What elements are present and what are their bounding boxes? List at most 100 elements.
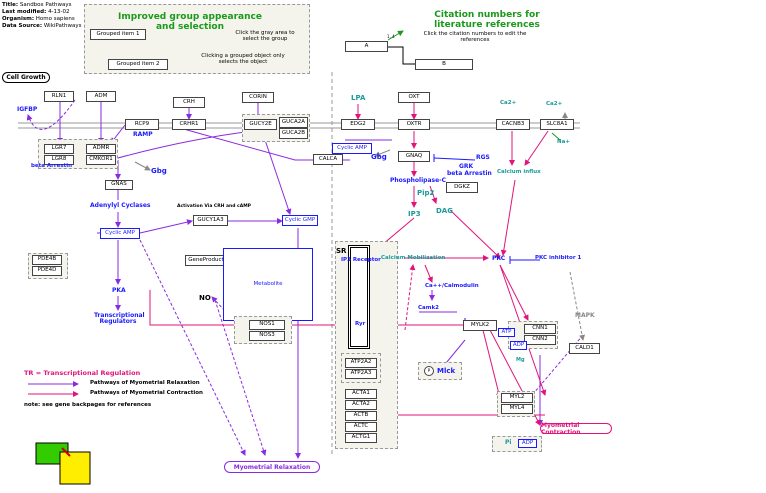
cell-growth-state[interactable]: Cell Growth [2, 72, 50, 83]
phospho-circle: P [424, 366, 434, 376]
calcium-mobilization: Calcium Mobilization [381, 255, 446, 261]
gene-myl2[interactable]: MYL2 [501, 393, 533, 403]
gene-guca2b[interactable]: GUCA2B [279, 128, 308, 139]
no-label: NO [199, 294, 211, 302]
gene-acta1[interactable]: ACTA1 [345, 389, 377, 399]
gene-adm[interactable]: ADM [86, 91, 116, 102]
gene-actb[interactable]: ACTB [345, 411, 377, 421]
gene-gucy1a3[interactable]: GUCY1A3 [193, 215, 228, 226]
pip2-label: Pip2 [417, 189, 435, 197]
gene-admr[interactable]: ADMR [86, 144, 116, 154]
grouped-item-2[interactable]: Grouped item 2 [108, 59, 168, 70]
data-source: Data Source: WikiPathways [2, 23, 82, 29]
mlck-label: Mlck [437, 367, 456, 375]
gene-atp2a3[interactable]: ATP2A3 [345, 369, 377, 379]
gene-mylk2[interactable]: MYLK2 [463, 320, 497, 331]
igfbp-label: IGFBP [17, 106, 38, 113]
cyclic-gmp[interactable]: Cyclic GMP [282, 215, 318, 226]
grk-label: GRK [459, 163, 474, 170]
citation-hint: Click the citation numbers to edit the r… [423, 31, 527, 43]
ca-calmodulin: Ca++/Calmodulin [425, 283, 479, 289]
gene-acta2[interactable]: ACTA2 [345, 400, 377, 410]
beta-arrestin-mid: beta Arrestin [447, 170, 492, 177]
gene-oxt[interactable]: OXT [398, 92, 430, 103]
legend-tr: TR = Transcriptional Regulation [24, 369, 141, 377]
rgs-label: RGS [476, 154, 490, 161]
gene-corin[interactable]: CORIN [242, 92, 274, 103]
cyclic-amp-right[interactable]: Cyclic AMP [332, 143, 372, 154]
pkc-inhibitor: PKC inhibitor 1 [535, 255, 582, 261]
box-a[interactable]: A [345, 41, 388, 52]
gene-gucy2e[interactable]: GUCY2E [244, 119, 277, 130]
gene-atp2a2[interactable]: ATP2A2 [345, 358, 377, 368]
phospholipase-c: Phospholipase-C [390, 177, 447, 184]
gene-actg1[interactable]: ACTG1 [345, 433, 377, 443]
ca2-label-1: Ca2+ [500, 100, 517, 106]
gene-slc8a1[interactable]: SLC8A1 [540, 119, 574, 130]
atp-box[interactable]: ATP [498, 328, 515, 337]
gene-dgkz[interactable]: DGKZ [446, 182, 478, 193]
ca2-label-2: Ca2+ [546, 101, 563, 107]
legend-relax: Pathways of Myometrial Relaxation [90, 380, 200, 386]
camk2-label: Camk2 [418, 305, 439, 311]
gene-geneproduct[interactable]: GeneProduct [185, 255, 227, 266]
myometrial-relaxation-state[interactable]: Myometrial Relaxation [224, 461, 320, 473]
box-b[interactable]: B [415, 59, 473, 70]
sr-label: SR [336, 247, 347, 255]
lpa-label: LPA [351, 94, 366, 102]
grouped-item-1[interactable]: Grouped item 1 [90, 29, 146, 40]
gene-edg2[interactable]: EDG2 [341, 119, 375, 130]
gene-cnn2[interactable]: CNN2 [524, 335, 556, 345]
gene-myl4[interactable]: MYL4 [501, 404, 533, 414]
gbg-left: Gbg [151, 167, 167, 175]
gene-cmkor1[interactable]: CMKOR1 [86, 155, 116, 165]
gene-oxtr[interactable]: OXTR [398, 119, 430, 130]
sr-membrane [348, 245, 370, 349]
gene-actc[interactable]: ACTC [345, 422, 377, 432]
cyclic-amp-left[interactable]: Cyclic AMP [100, 228, 140, 239]
adenylyl-cyclases: Adenylyl Cyclases [90, 202, 151, 209]
ip3-receptor: IP3 Receptor [341, 257, 381, 263]
yellow-square-shape [59, 451, 91, 485]
ramp-label: RAMP [133, 131, 153, 138]
gene-nos3[interactable]: NOS3 [249, 331, 285, 341]
pka-label: PKA [112, 287, 126, 294]
gene-crhr1[interactable]: CRHR1 [172, 119, 206, 130]
pi-label: Pi [505, 439, 512, 446]
organism: Organism: Homo sapiens [2, 16, 75, 22]
gene-gnas[interactable]: GNAS [105, 180, 133, 190]
gene-crh[interactable]: CRH [173, 97, 205, 108]
gray-area-hint: Click the gray area to select the group [235, 30, 295, 42]
dag-label: DAG [436, 207, 453, 215]
gene-cald1[interactable]: CALD1 [569, 343, 600, 354]
citation-title: Citation numbers for literature referenc… [434, 10, 540, 30]
gene-cacnb3[interactable]: CACNB3 [496, 119, 530, 130]
gene-pde4d[interactable]: PDE4D [32, 266, 62, 276]
na-label: Na+ [557, 139, 570, 145]
gene-guca2a[interactable]: GUCA2A [279, 117, 308, 128]
gene-nos1[interactable]: NOS1 [249, 320, 285, 330]
metabolite-box[interactable]: Metabolite [223, 248, 313, 321]
ip3-label: IP3 [408, 210, 421, 218]
gene-calca[interactable]: CALCA [313, 154, 343, 165]
citation-number[interactable]: 1, 4 [387, 34, 395, 39]
calcium-influx: Calcium influx [497, 169, 541, 175]
gene-lgr7[interactable]: LGR7 [44, 144, 74, 154]
last-modified: Last modified: 4-13-02 [2, 9, 70, 15]
transcriptional-regulators: Transcriptional Regulators [94, 312, 145, 325]
mg-label: Mg [516, 357, 525, 363]
beta-arrestin-left: beta Arrestin [31, 163, 73, 169]
myometrial-contraction-state[interactable]: Myometrial Contraction [540, 422, 612, 436]
gene-gnaq[interactable]: GNAQ [398, 151, 430, 162]
gene-pde4b[interactable]: PDE4B [32, 255, 62, 265]
gene-cnn1[interactable]: CNN1 [524, 324, 556, 334]
pkc-label: PKC [492, 255, 506, 262]
ryr-label: Ryr [355, 321, 366, 327]
gene-lgr8[interactable]: LGR8 [44, 155, 74, 165]
legend-note: note: see gene backpages for references [24, 402, 152, 408]
adp-box[interactable]: ADP [510, 341, 527, 350]
gene-rln1[interactable]: RLN1 [44, 91, 74, 102]
gene-rcp9[interactable]: RCP9 [125, 119, 159, 130]
adp-box-2[interactable]: ADP [518, 439, 537, 448]
